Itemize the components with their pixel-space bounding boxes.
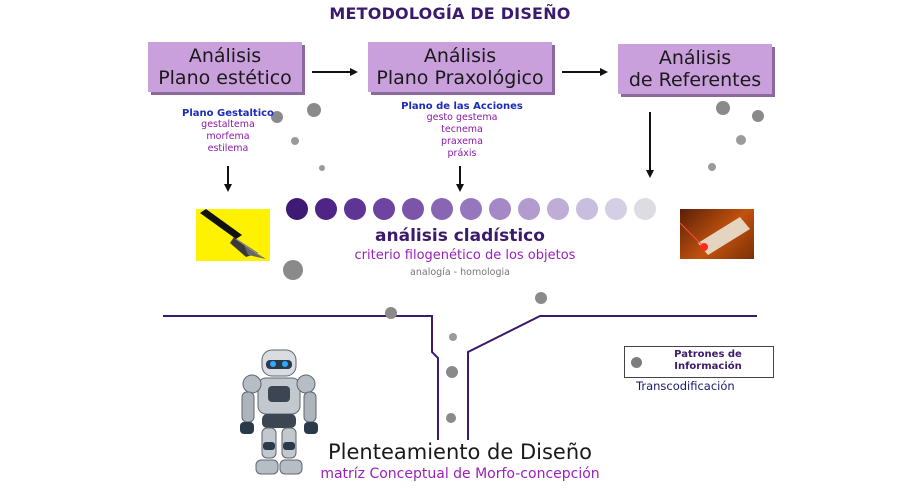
gestaltico-item: gestaltema [201, 119, 255, 130]
gradient-dot [518, 198, 540, 220]
cladistico-subtitle: criterio filogenético de los objetos [354, 248, 576, 263]
pen-nib-icon [196, 209, 270, 261]
box-referentes: Análisis de Referentes [618, 44, 772, 94]
acciones-item: práxis [447, 148, 477, 159]
gradient-dot [373, 198, 395, 220]
grey-dot [449, 333, 457, 341]
cladistico-note: analogía - homologia [410, 267, 510, 278]
funnel-left-line [163, 315, 439, 440]
laser-pointer-icon [679, 209, 754, 259]
grey-dot [752, 110, 764, 122]
funnel-right-line [467, 315, 757, 440]
legend-box: Patrones de Información [624, 346, 774, 378]
legend-dot-icon [631, 357, 642, 368]
gradient-dot [402, 198, 424, 220]
grey-dot [291, 137, 299, 145]
grey-dot [535, 292, 547, 304]
gradient-dot [489, 198, 511, 220]
robot-icon [232, 348, 324, 486]
diagram-title: METODOLOGÍA DE DISEÑO [329, 4, 571, 23]
gradient-dot [576, 198, 598, 220]
grey-dot [716, 101, 730, 115]
box-referentes-line1: Análisis [658, 47, 732, 69]
grey-dot [283, 260, 303, 280]
acciones-item: praxema [440, 136, 483, 147]
gradient-dot [605, 198, 627, 220]
gestaltico-item: estilema [207, 143, 249, 154]
acciones-item: gesto gestema [426, 112, 498, 123]
cladistic-gradient-dots [286, 198, 666, 220]
grey-dot [446, 413, 456, 423]
box-plano-estetico: Análisis Plano estético [148, 42, 302, 92]
grey-dot [385, 307, 397, 319]
gradient-dot [286, 198, 308, 220]
grey-dot [307, 103, 321, 117]
planteamiento-title: Plenteamiento de Diseño [328, 440, 592, 464]
box-plano-estetico-line2: Plano estético [158, 67, 292, 89]
legend-line1: Patrones de [674, 349, 742, 360]
gradient-dot [547, 198, 569, 220]
cladistico-title: análisis cladístico [375, 226, 545, 246]
planteamiento-subtitle: matríz Conceptual de Morfo-concepción [320, 466, 600, 482]
box-plano-praxologico-line2: Plano Praxológico [376, 67, 544, 89]
gestaltico-item: morfema [206, 131, 250, 142]
acciones-group: Plano de las Acciones gesto gestema tecn… [392, 101, 532, 160]
acciones-heading: Plano de las Acciones [401, 101, 523, 112]
box-plano-praxologico: Análisis Plano Praxológico [368, 42, 552, 92]
legend-line2: Información [674, 361, 742, 372]
box-plano-estetico-line1: Análisis [188, 45, 262, 67]
grey-dot [446, 366, 458, 378]
box-referentes-line2: de Referentes [628, 69, 762, 91]
acciones-item: tecnema [441, 124, 483, 135]
gradient-dot [431, 198, 453, 220]
grey-dot [708, 163, 716, 171]
gradient-dot [344, 198, 366, 220]
grey-dot [319, 165, 325, 171]
gestaltico-group: Plano Gestaltico gestaltema morfema esti… [168, 108, 288, 155]
grey-dot [736, 135, 746, 145]
gradient-dot [460, 198, 482, 220]
box-plano-praxologico-line1: Análisis [423, 45, 497, 67]
grey-dot [271, 111, 283, 123]
legend-label: Patrones de Información [649, 349, 767, 373]
gestaltico-heading: Plano Gestaltico [182, 108, 274, 119]
legend-caption: Transcodificación [636, 379, 735, 393]
gradient-dot [315, 198, 337, 220]
gradient-dot [634, 198, 656, 220]
